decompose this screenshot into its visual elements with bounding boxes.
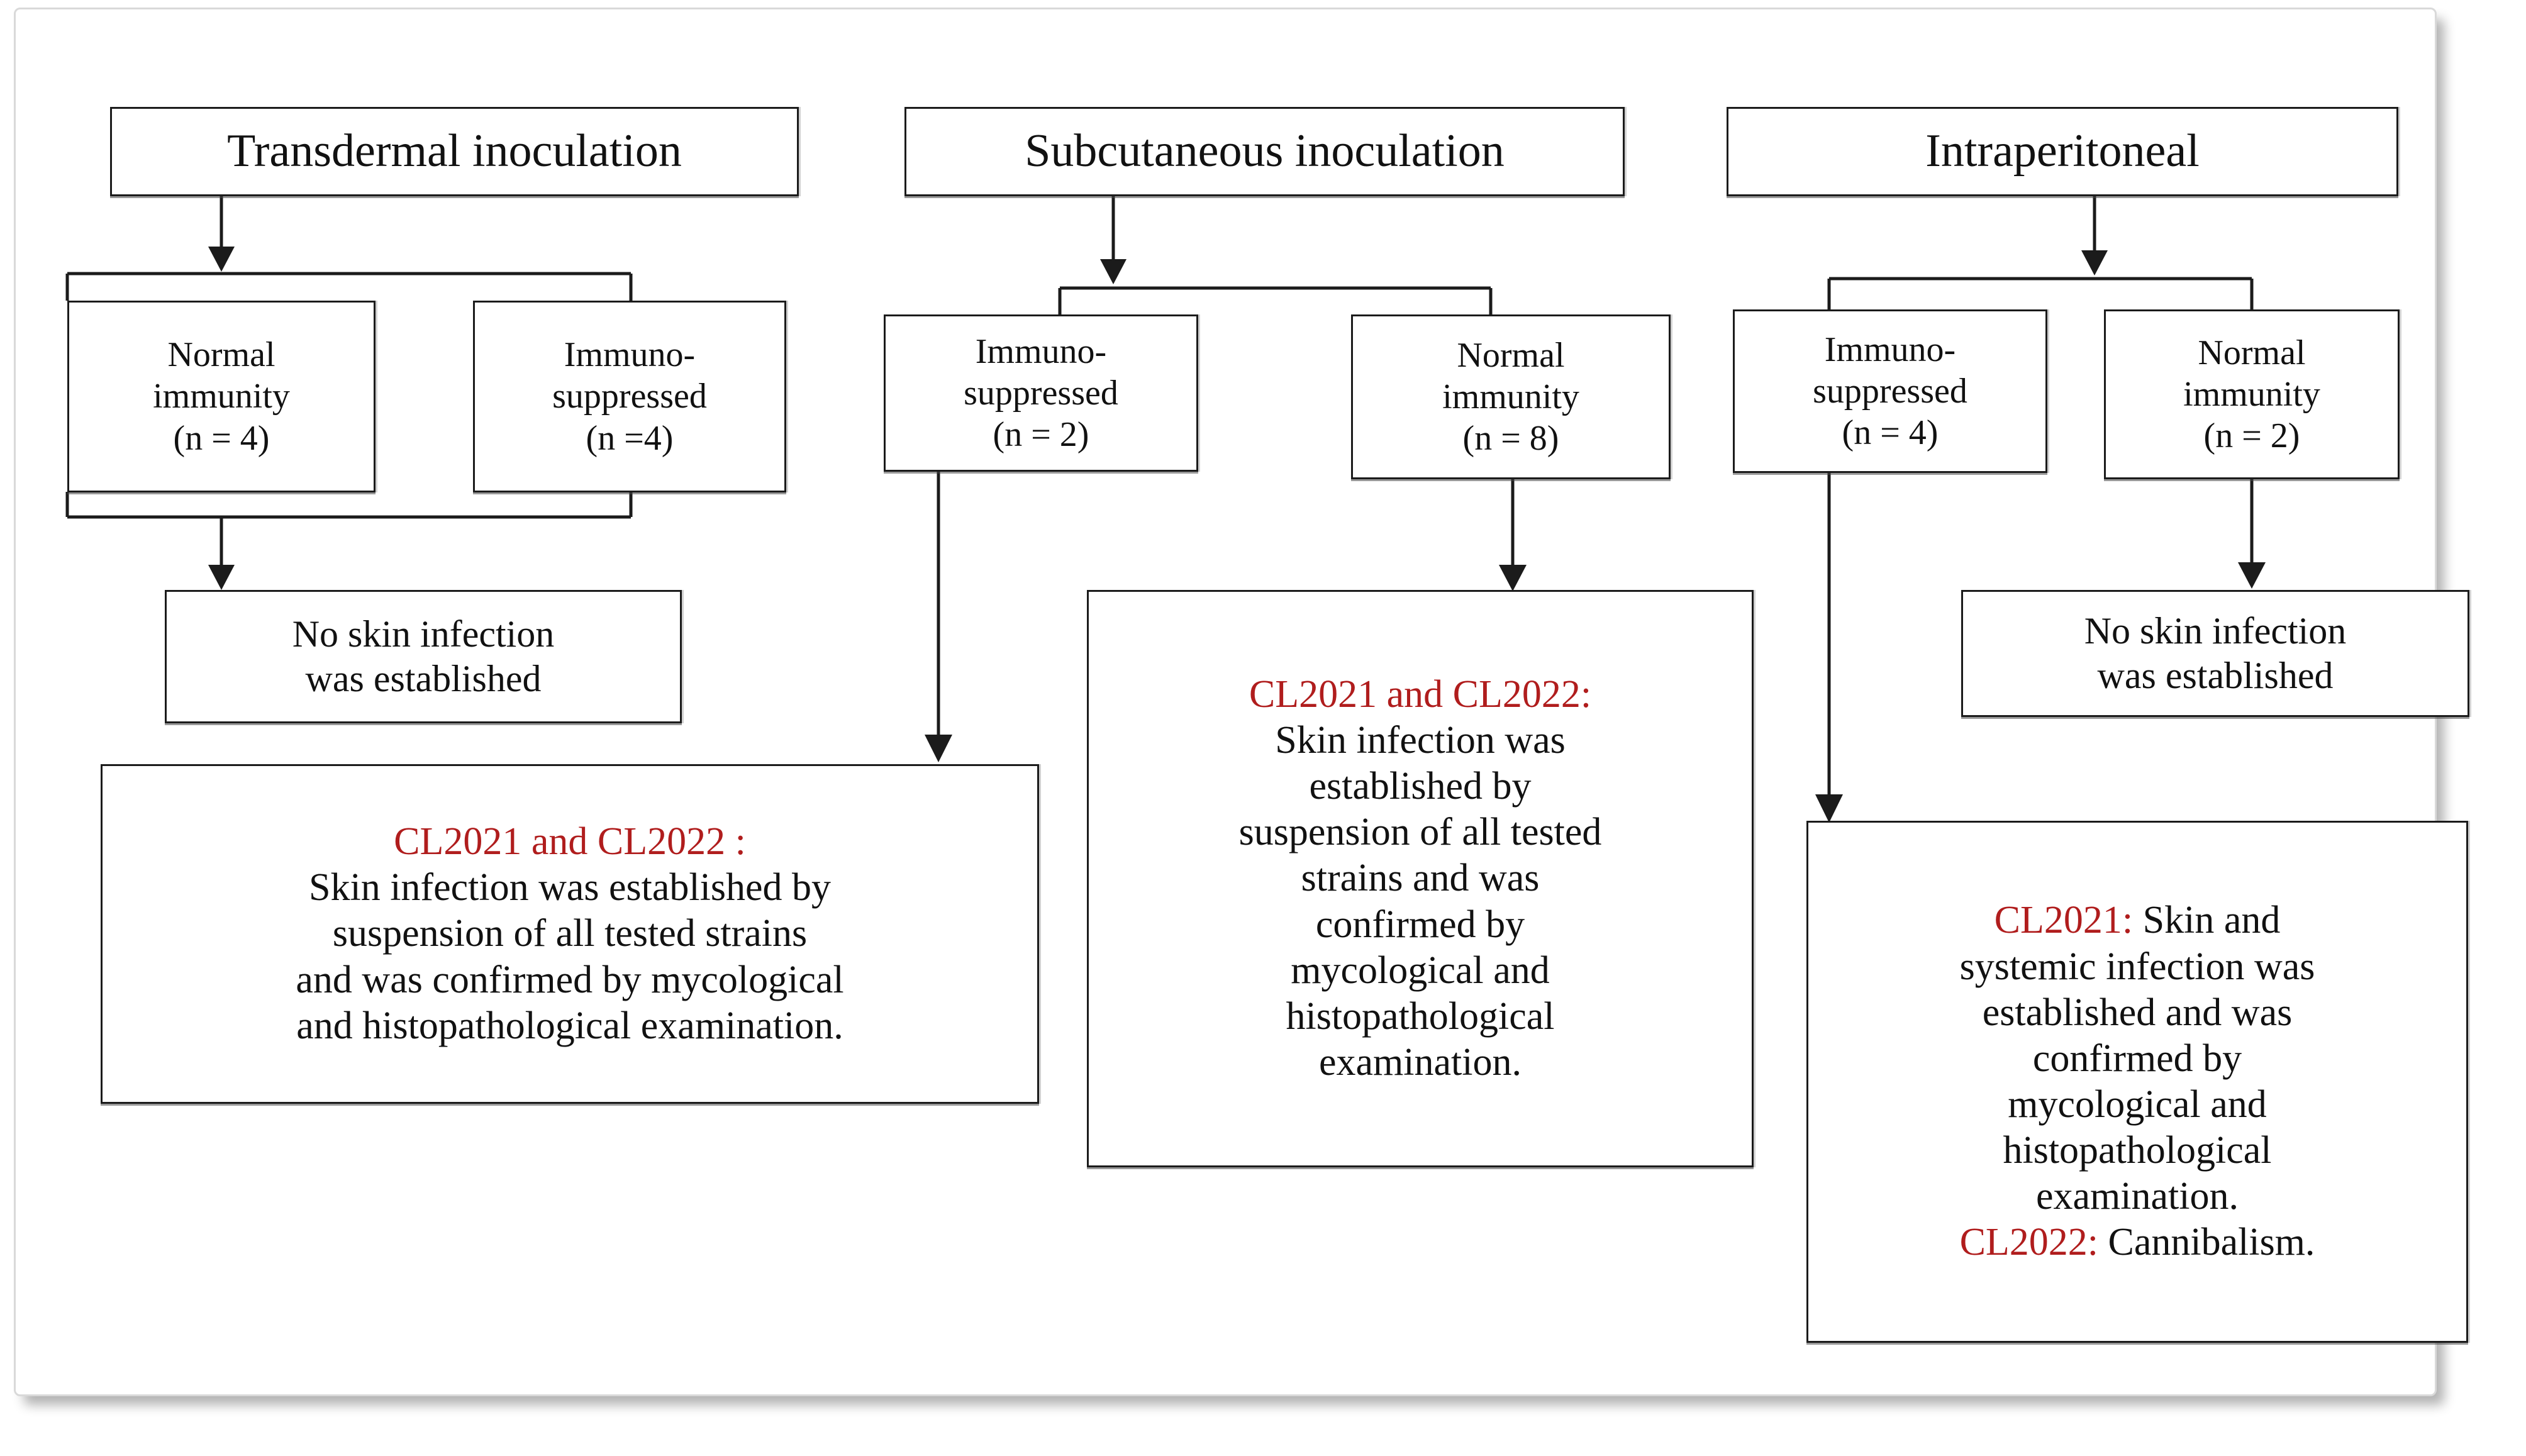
outcome-line-1: No skin infection	[292, 613, 555, 655]
header-label-intraperitoneal: Intraperitoneal	[1925, 125, 2200, 177]
group-line-1: Normal	[167, 335, 275, 375]
outcome-line-2: suspension of all tested strains	[332, 912, 808, 955]
group-line-3: (n = 4)	[173, 418, 270, 458]
group-line-1: Immuno-	[1824, 330, 1956, 369]
outcome-box-ip-cl-result[interactable]: CL2021: Skin and systemic infection was …	[1806, 821, 2468, 1343]
outcome-red-heading: CL2021 and CL2022:	[1249, 672, 1592, 716]
outcome-line-3: and was confirmed by mycological	[296, 958, 844, 1001]
outcome-line-4: strains and was	[1301, 857, 1540, 900]
group-line-2: immunity	[1442, 377, 1579, 416]
group-box-sc-normal[interactable]: Normal immunity (n = 8)	[1351, 314, 1671, 479]
outcome-line-6: examination.	[2036, 1175, 2239, 1218]
outcome-line-1: No skin infection	[2084, 610, 2347, 652]
group-line-2: suppressed	[964, 373, 1118, 413]
outcome-red-heading: CL2021:	[1994, 899, 2134, 942]
outcome-line-5: confirmed by	[1315, 903, 1525, 946]
group-line-2: suppressed	[1813, 371, 1967, 411]
header-label-transdermal: Transdermal inoculation	[227, 125, 682, 177]
outcome-line-2: was established	[2097, 655, 2334, 696]
outcome-heading-row: CL2021: Skin and	[1815, 897, 2460, 943]
outcome-heading-tail: Skin and	[2133, 899, 2281, 942]
arrowhead-td-merge	[208, 565, 235, 590]
connector-td-split	[65, 272, 633, 301]
outcome-line-6: mycological and	[1291, 948, 1550, 992]
outcome-line-1: systemic infection was	[1959, 945, 2315, 988]
outcome-box-sc-cl-result[interactable]: CL2021 and CL2022: Skin infection was es…	[1087, 590, 1754, 1167]
outcome-box-td-no-infection[interactable]: No skin infection was established	[165, 590, 682, 723]
group-box-td-immuno[interactable]: Immuno- suppressed (n =4)	[473, 301, 786, 492]
outcome-line-3: confirmed by	[2032, 1036, 2242, 1080]
outcome-line-2: was established	[305, 658, 542, 699]
group-line-2: immunity	[2183, 374, 2320, 414]
outcome-box-ip-no-infection[interactable]: No skin infection was established	[1961, 590, 2469, 717]
group-line-1: Immuno-	[564, 335, 696, 375]
arrowhead-sc-head	[1100, 259, 1127, 284]
outcome-heading-2-tail: Cannibalism.	[2098, 1221, 2315, 1264]
group-line-3: (n = 8)	[1462, 419, 1559, 458]
outcome-red-heading: CL2021 and CL2022 :	[394, 820, 746, 864]
group-line-1: Normal	[1457, 335, 1565, 375]
outcome-line-7: histopathological	[1286, 994, 1555, 1038]
group-box-td-normal[interactable]: Normal immunity (n = 4)	[67, 301, 376, 492]
arrowhead-sc-normal	[1499, 565, 1527, 591]
connector-ip-split	[1827, 277, 2254, 309]
group-box-ip-immuno[interactable]: Immuno- suppressed (n = 4)	[1733, 309, 2047, 473]
group-box-ip-normal[interactable]: Normal immunity (n = 2)	[2104, 309, 2400, 479]
outcome-box-td-cl-result[interactable]: CL2021 and CL2022 : Skin infection was e…	[101, 764, 1039, 1104]
outcome-line-5: histopathological	[2003, 1129, 2272, 1172]
header-label-subcutaneous: Subcutaneous inoculation	[1025, 125, 1505, 177]
arrowhead-ip-head	[2081, 250, 2108, 275]
outcome-heading-row-2: CL2022: Cannibalism.	[1815, 1220, 2460, 1265]
group-line-1: Normal	[2198, 333, 2306, 372]
outcome-line-8: examination.	[1319, 1041, 1522, 1084]
outcome-line-4: mycological and	[2008, 1083, 2267, 1126]
arrowhead-td-head	[208, 247, 235, 272]
connector-td-merge	[65, 492, 633, 519]
outcome-line-3: suspension of all tested	[1238, 811, 1602, 854]
outcome-line-1: Skin infection was established by	[309, 866, 831, 909]
outcome-red-heading-2: CL2022:	[1959, 1221, 2099, 1264]
header-box-transdermal[interactable]: Transdermal inoculation	[110, 107, 799, 196]
group-line-2: suppressed	[552, 377, 707, 416]
header-box-intraperitoneal[interactable]: Intraperitoneal	[1727, 107, 2398, 196]
group-line-3: (n = 2)	[993, 415, 1089, 455]
outcome-line-4: and histopathological examination.	[296, 1004, 843, 1047]
outcome-line-2: established and was	[1982, 991, 2293, 1034]
group-line-3: (n =4)	[586, 418, 674, 458]
group-line-2: immunity	[153, 377, 290, 416]
arrowhead-ip-immuno	[1815, 794, 1843, 823]
outcome-line-2: established by	[1309, 765, 1532, 808]
connector-sc-split	[1058, 286, 1493, 314]
group-line-3: (n = 4)	[1842, 413, 1939, 453]
outcome-line-1: Skin infection was	[1275, 718, 1566, 762]
arrowhead-ip-normal	[2238, 562, 2266, 589]
arrowhead-sc-immuno	[925, 735, 952, 762]
header-box-subcutaneous[interactable]: Subcutaneous inoculation	[904, 107, 1625, 196]
group-line-3: (n = 2)	[2203, 416, 2300, 456]
group-line-1: Immuno-	[975, 331, 1107, 371]
group-box-sc-immuno[interactable]: Immuno- suppressed (n = 2)	[884, 314, 1198, 472]
